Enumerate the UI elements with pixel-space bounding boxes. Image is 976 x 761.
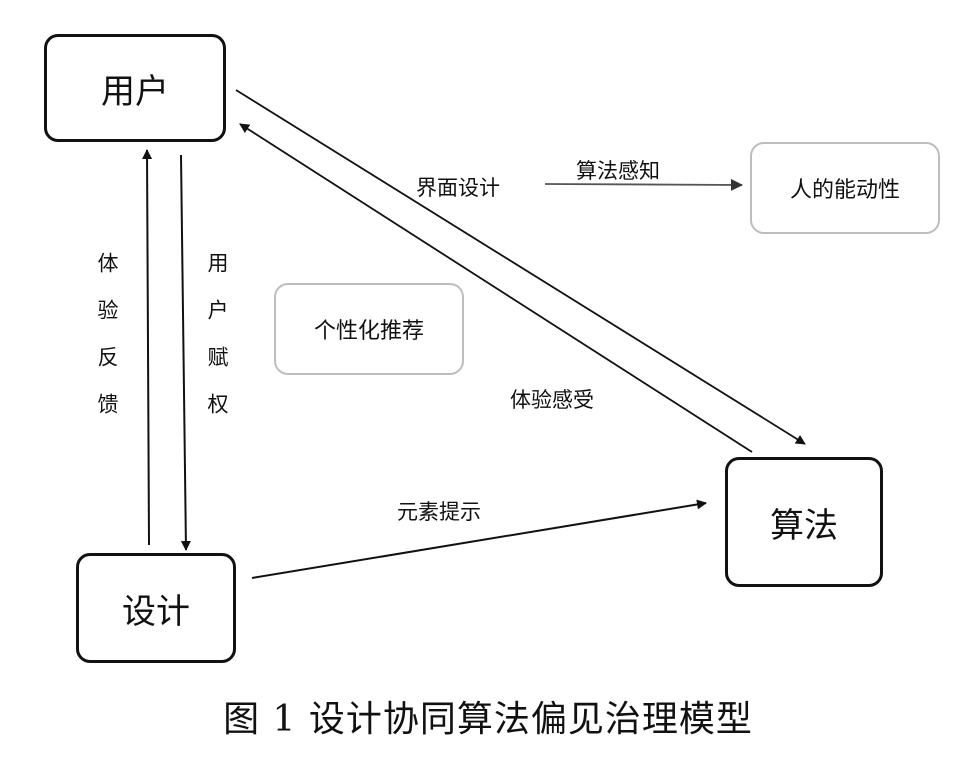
- node-user: 用户: [44, 34, 226, 142]
- arrow-design-to-user: [142, 149, 153, 546]
- label-user-empowerment: 用户赋权: [205, 252, 229, 440]
- label-experience-feeling: 体验感受: [510, 388, 594, 412]
- node-design: 设计: [76, 553, 236, 663]
- figure-caption: 图 1 设计协同算法偏见治理模型: [223, 699, 753, 740]
- arrow-perception-to-agency: [544, 178, 743, 191]
- node-recommend: 个性化推荐: [274, 283, 464, 375]
- label-element-hint: 元素提示: [397, 500, 481, 524]
- arrow-design-to-algorithm: [251, 499, 707, 579]
- node-design-label: 设计: [122, 591, 190, 632]
- node-agency-label: 人的能动性: [789, 178, 900, 203]
- node-algorithm-label: 算法: [770, 505, 838, 546]
- node-user-label: 用户: [101, 71, 169, 112]
- node-agency: 人的能动性: [750, 142, 940, 234]
- arrow-user-to-design: [180, 154, 191, 551]
- label-experience-feedback: 体验反馈: [95, 252, 119, 440]
- label-interface-design: 界面设计: [416, 176, 500, 200]
- node-recommend-label: 个性化推荐: [313, 319, 424, 344]
- arrow-algorithm-to-user: [239, 123, 753, 453]
- label-algorithm-perception: 算法感知: [576, 159, 660, 183]
- arrow-user-to-algorithm: [235, 89, 806, 445]
- node-algorithm: 算法: [725, 457, 883, 587]
